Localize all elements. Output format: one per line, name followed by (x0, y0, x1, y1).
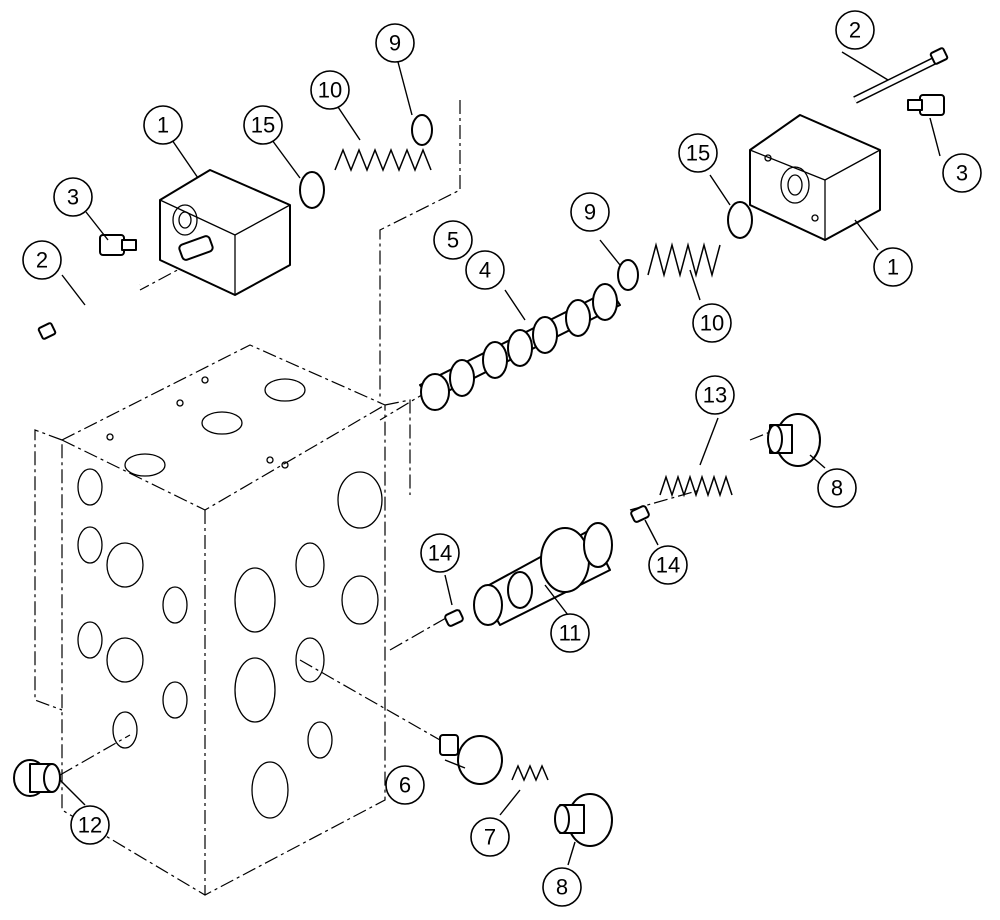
end-cap-left (159, 169, 291, 296)
svg-text:7: 7 (484, 825, 496, 850)
svg-text:8: 8 (556, 875, 568, 900)
svg-text:2: 2 (36, 248, 48, 273)
svg-text:13: 13 (703, 383, 727, 408)
svg-text:4: 4 (479, 258, 491, 283)
cartridge-6 (439, 734, 503, 785)
plug-8-upper (767, 413, 821, 467)
o-ring-left (299, 171, 325, 209)
callout-2-left: 2 (22, 240, 62, 280)
relief-cartridge (473, 522, 613, 626)
callout-1-left: 1 (143, 105, 183, 145)
plug-left (99, 234, 137, 256)
callout-15-right: 15 (678, 133, 718, 173)
callout-3-right: 3 (942, 153, 982, 193)
leader-lines (59, 51, 941, 866)
svg-text:10: 10 (700, 311, 724, 336)
callout-4: 4 (465, 250, 505, 290)
svg-text:14: 14 (428, 541, 452, 566)
spring-upper-left (334, 147, 432, 173)
callout-2-right: 2 (835, 10, 875, 50)
end-cap-right (749, 114, 881, 241)
spring-upper-right (647, 242, 721, 278)
callout-10-left: 10 (310, 70, 350, 110)
svg-text:2: 2 (849, 18, 861, 43)
svg-text:11: 11 (559, 621, 582, 646)
callout-7: 7 (470, 817, 510, 857)
svg-text:9: 9 (389, 31, 401, 56)
svg-text:8: 8 (831, 476, 843, 501)
callout-3-left: 3 (53, 177, 93, 217)
spring-7 (511, 764, 549, 782)
callout-10-right: 10 (692, 303, 732, 343)
callout-15-left: 15 (243, 105, 283, 145)
valve-body (34, 344, 411, 896)
callout-14-right: 14 (648, 545, 688, 585)
callout-9-right: 9 (570, 192, 610, 232)
svg-text:14: 14 (656, 553, 680, 578)
callout-11: 11 (550, 613, 590, 653)
callout-5: 5 (433, 220, 473, 260)
svg-text:5: 5 (447, 228, 459, 253)
svg-text:10: 10 (318, 78, 342, 103)
svg-text:1: 1 (157, 113, 169, 138)
washer-right (617, 259, 639, 291)
washer-left (411, 114, 433, 146)
poppet-left (444, 609, 464, 627)
callout-1-right: 1 (873, 247, 913, 287)
plug-12 (13, 759, 61, 797)
svg-text:9: 9 (584, 200, 596, 225)
callout-8-lower: 8 (542, 867, 582, 907)
poppet-right (630, 505, 650, 523)
callout-12: 12 (70, 805, 110, 845)
spool (419, 283, 621, 411)
svg-text:6: 6 (399, 773, 411, 798)
spring-13 (659, 474, 733, 498)
bolt-right (853, 47, 949, 104)
callout-8-upper: 8 (817, 468, 857, 508)
plug-8-lower (554, 793, 613, 847)
svg-text:15: 15 (686, 141, 710, 166)
callout-6: 6 (385, 765, 425, 805)
svg-text:3: 3 (956, 161, 968, 186)
plug-right (907, 94, 945, 116)
callout-13: 13 (695, 375, 735, 415)
svg-text:3: 3 (67, 185, 79, 210)
o-ring-right (727, 201, 753, 239)
svg-text:15: 15 (251, 113, 275, 138)
callout-14-left: 14 (420, 533, 460, 573)
callout-9-left: 9 (375, 23, 415, 63)
svg-text:12: 12 (78, 813, 102, 838)
bolt-left (37, 282, 142, 340)
svg-text:1: 1 (887, 255, 899, 280)
